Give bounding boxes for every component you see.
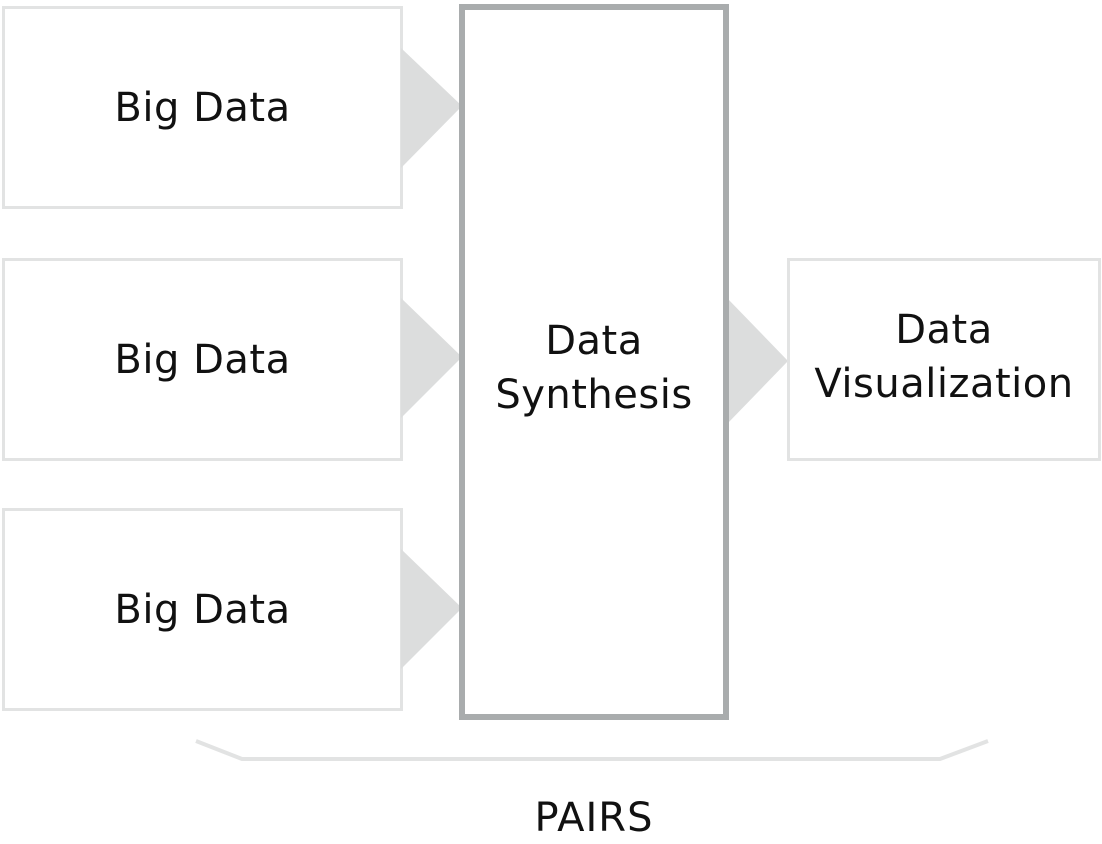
arrow-icon xyxy=(401,48,462,168)
big-data-label: Big Data xyxy=(114,586,291,633)
data-synthesis-label: Data Synthesis xyxy=(495,318,693,418)
big-data-label: Big Data xyxy=(114,336,291,383)
arrow-icon xyxy=(401,549,462,669)
data-visualization-label: Data Visualization xyxy=(814,306,1074,407)
big-data-box-3: Big Data xyxy=(2,508,403,711)
bracket-line xyxy=(195,739,989,761)
big-data-label: Big Data xyxy=(114,84,291,131)
arrow-icon xyxy=(401,298,462,418)
data-synthesis-box: Data Synthesis xyxy=(459,4,729,720)
big-data-box-2: Big Data xyxy=(2,258,403,461)
pairs-label: PAIRS xyxy=(534,795,654,841)
data-visualization-box: Data Visualization xyxy=(787,258,1101,461)
big-data-box-1: Big Data xyxy=(2,6,403,209)
arrow-icon xyxy=(727,298,788,424)
